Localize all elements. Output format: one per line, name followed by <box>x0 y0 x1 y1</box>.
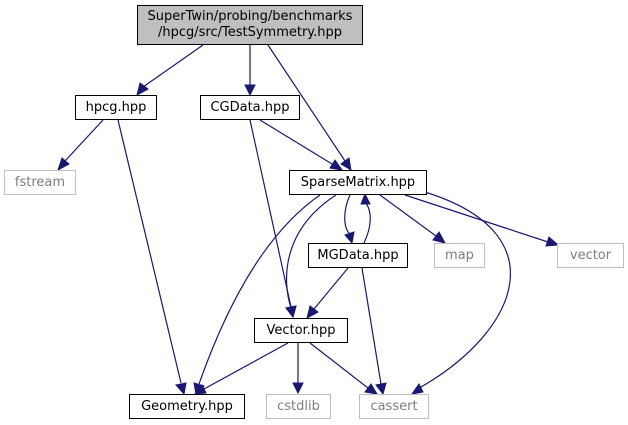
edge-mgdata-to-sparsematrix <box>360 192 371 244</box>
node-vector-std: vector <box>557 243 624 268</box>
node-label: map <box>445 247 474 263</box>
node-map: map <box>434 243 485 268</box>
edge-root-to-cgdata <box>244 45 256 97</box>
node-label: hpcg.hpp <box>85 99 147 115</box>
node-geometry[interactable]: Geometry.hpp <box>129 394 245 419</box>
edge-mgdata-to-cassert <box>361 267 387 396</box>
edge-cgdata-to-vector-hpp <box>249 119 297 319</box>
edge-sparsematrix-to-mgdata <box>344 194 355 245</box>
edge-sparsematrix-to-geometry <box>193 194 321 396</box>
node-cassert: cassert <box>359 394 429 419</box>
node-label: vector <box>569 247 612 263</box>
node-label: fstream <box>14 174 66 190</box>
edge-root-to-hpcg <box>136 44 204 96</box>
edge-vector-hpp-to-cassert <box>309 342 378 395</box>
edge-cgdata-to-sparsematrix <box>259 119 344 171</box>
node-label: Geometry.hpp <box>141 398 233 414</box>
node-label: CGData.hpp <box>210 99 290 115</box>
node-cstdlib: cstdlib <box>266 394 331 419</box>
node-label: SparseMatrix.hpp <box>300 174 416 190</box>
node-fstream: fstream <box>4 170 76 195</box>
root-title-line2: /hpcg/src/TestSymmetry.hpp <box>157 25 343 40</box>
edge-sparsematrix-to-vector-hpp <box>285 194 337 319</box>
edge-vector-hpp-to-cstdlib <box>292 343 304 395</box>
node-cgdata[interactable]: CGData.hpp <box>200 95 300 120</box>
edge-root-to-sparsematrix <box>267 44 352 171</box>
node-label: cassert <box>370 398 418 414</box>
node-hpcg[interactable]: hpcg.hpp <box>75 95 157 120</box>
edge-sparsematrix-to-vector <box>404 194 560 247</box>
edge-sparsematrix-to-map <box>379 194 446 244</box>
edge-hpcg-to-fstream <box>57 119 104 172</box>
edge-sparsematrix-to-cassert <box>410 189 511 395</box>
edge-hpcg-to-geometry <box>117 119 187 396</box>
node-root-testsymmetry: SuperTwin/probing/benchmarks /hpcg/src/T… <box>137 5 363 45</box>
node-label: Vector.hpp <box>266 322 336 338</box>
root-title-line1: SuperTwin/probing/benchmarks <box>147 9 353 24</box>
node-label: cstdlib <box>277 398 320 414</box>
edge-vector-hpp-to-geometry <box>193 342 289 395</box>
edge-mgdata-to-vector-hpp <box>306 267 349 319</box>
node-mgdata[interactable]: MGData.hpp <box>308 243 408 268</box>
node-vector-hpp[interactable]: Vector.hpp <box>254 318 348 343</box>
node-sparsematrix[interactable]: SparseMatrix.hpp <box>289 170 427 195</box>
node-label: MGData.hpp <box>317 247 399 263</box>
